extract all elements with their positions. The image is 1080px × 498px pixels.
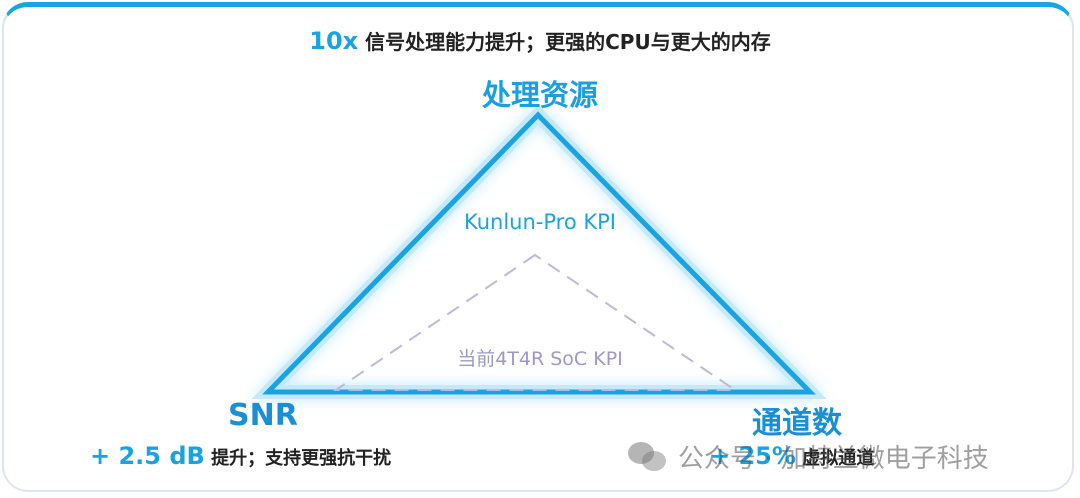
kunlun-pro-kpi-label: Kunlun-Pro KPI (464, 210, 616, 234)
headline: 10x 信号处理能力提升；更强的CPU与更大的内存 (0, 26, 1080, 55)
vertex-label-processing-resources: 处理资源 (481, 78, 598, 112)
wechat-icon (628, 441, 668, 472)
kunlun-pro-kpi-triangle (262, 111, 816, 395)
channels-desc-text: 虚拟通道 (795, 448, 875, 469)
vertex-label-snr: SNR (228, 398, 298, 433)
channels-highlight: + 25% (710, 442, 796, 470)
watermark: 公众号 · 加特兰微电子科技 (628, 438, 989, 475)
headline-highlight: 10x (309, 27, 359, 55)
snr-description: + 2.5 dB 提升；支持更强抗干扰 (90, 442, 391, 470)
watermark-text: 公众号 · 加特兰微电子科技 (678, 444, 989, 474)
soc-kpi-label: 当前4T4R SoC KPI (457, 348, 623, 370)
headline-text: 信号处理能力提升；更强的CPU与更大的内存 (358, 30, 771, 54)
soc-kpi-triangle (332, 253, 739, 391)
snr-desc-text: 提升；支持更强抗干扰 (204, 448, 392, 469)
vertex-label-channels: 通道数 (752, 406, 842, 441)
channels-description: + 25% 虚拟通道 (710, 442, 874, 470)
snr-highlight: + 2.5 dB (90, 442, 205, 470)
diagram-frame (2, 2, 1074, 492)
